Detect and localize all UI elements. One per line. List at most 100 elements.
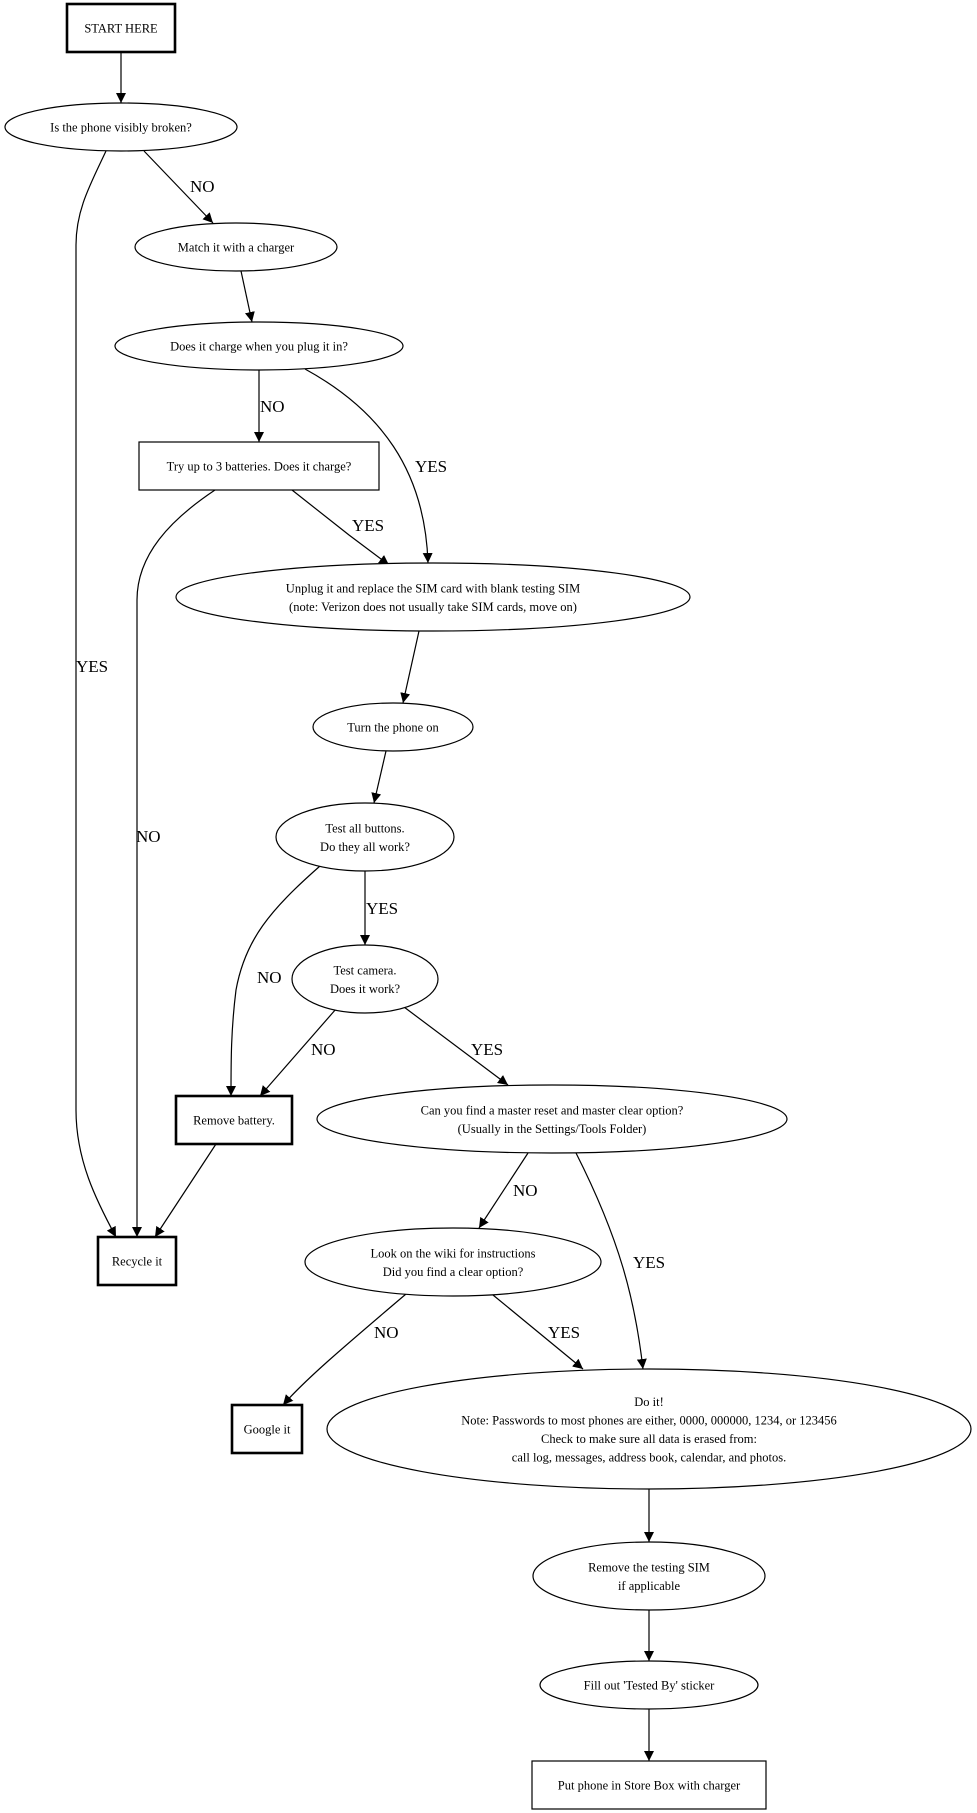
edge-match-to-charge xyxy=(240,270,255,323)
decision-ellipse xyxy=(326,1368,972,1490)
edge-label: YES xyxy=(76,657,108,676)
edge-turnon-to-buttons xyxy=(371,750,387,804)
edge-arrow xyxy=(492,1294,584,1370)
decision-ellipse xyxy=(304,1227,602,1297)
node-label: Is the phone visibly broken? xyxy=(50,121,192,135)
edge-master-to-wiki: NO xyxy=(478,1152,538,1229)
edge-camera-to-master: YES xyxy=(403,1006,509,1086)
node-match: Match it with a charger xyxy=(134,222,338,272)
edge-label: YES xyxy=(415,457,447,476)
edge-batteries-to-sim: YES xyxy=(291,489,390,566)
node-master: Can you find a master reset and master c… xyxy=(316,1084,788,1154)
edge-arrow xyxy=(371,750,387,804)
node-label: call log, messages, address book, calend… xyxy=(512,1450,786,1464)
decision-ellipse xyxy=(134,222,338,272)
node-sticker: Fill out 'Tested By' sticker xyxy=(539,1660,759,1710)
decision-ellipse xyxy=(312,702,474,752)
node-label: (Usually in the Settings/Tools Folder) xyxy=(458,1122,647,1136)
edge-broken-to-recycle: YES xyxy=(75,150,117,1238)
node-label: Fill out 'Tested By' sticker xyxy=(584,1679,716,1693)
decision-ellipse xyxy=(275,802,455,872)
edge-charge-to-sim: YES xyxy=(304,368,447,564)
edge-arrow xyxy=(478,1152,529,1229)
edge-buttons-to-removebattery: NO xyxy=(226,865,321,1097)
node-turnon: Turn the phone on xyxy=(312,702,474,752)
node-label: Did you find a clear option? xyxy=(383,1265,524,1279)
edge-broken-to-match: NO xyxy=(143,150,215,224)
edge-wiki-to-google: NO xyxy=(282,1293,407,1406)
process-box xyxy=(65,2,177,54)
decision-ellipse xyxy=(175,562,691,632)
edge-arrow xyxy=(304,368,433,564)
node-label: Do it! xyxy=(634,1395,664,1409)
node-label: Note: Passwords to most phones are eithe… xyxy=(461,1413,837,1427)
node-label: Unplug it and replace the SIM card with … xyxy=(286,581,580,595)
edge-wiki-to-doit: YES xyxy=(492,1294,584,1370)
edge-label: NO xyxy=(190,177,215,196)
edge-arrow xyxy=(259,1008,337,1097)
process-box xyxy=(531,1760,767,1810)
node-batteries: Try up to 3 batteries. Does it charge? xyxy=(138,441,380,491)
node-camera: Test camera. Does it work? xyxy=(291,944,439,1014)
node-label: Can you find a master reset and master c… xyxy=(421,1103,684,1117)
edge-sim-to-turnon xyxy=(400,630,420,704)
edge-arrow xyxy=(240,270,255,323)
edge-label: YES xyxy=(471,1040,503,1059)
edge-arrow xyxy=(403,1006,509,1086)
edge-arrow xyxy=(226,865,321,1097)
process-box xyxy=(174,1094,294,1146)
decision-ellipse xyxy=(114,321,404,371)
edge-label: NO xyxy=(257,968,282,987)
edge-label: YES xyxy=(633,1253,665,1272)
node-label: Turn the phone on xyxy=(347,721,439,735)
edge-arrow xyxy=(282,1293,407,1406)
node-label: Check to make sure all data is erased fr… xyxy=(541,1432,757,1446)
decision-ellipse xyxy=(532,1541,766,1611)
edge-arrow xyxy=(154,1143,217,1238)
edge-label: YES xyxy=(548,1323,580,1342)
edge-arrow xyxy=(132,489,216,1237)
edge-arrow xyxy=(143,150,214,224)
edge-label: NO xyxy=(311,1040,336,1059)
decision-ellipse xyxy=(316,1084,788,1154)
edge-label: NO xyxy=(374,1323,399,1342)
edge-arrow xyxy=(400,630,420,704)
node-label: Try up to 3 batteries. Does it charge? xyxy=(167,460,352,474)
node-label: (note: Verizon does not usually take SIM… xyxy=(289,600,577,614)
edge-charge-to-batteries: NO xyxy=(254,370,285,442)
decision-ellipse xyxy=(4,102,238,152)
node-label: Look on the wiki for instructions xyxy=(371,1246,536,1260)
node-label: Remove battery. xyxy=(193,1114,275,1128)
edge-arrow xyxy=(575,1152,647,1370)
node-storebox: Put phone in Store Box with charger xyxy=(531,1760,767,1810)
node-charge: Does it charge when you plug it in? xyxy=(114,321,404,371)
node-label: Test all buttons. xyxy=(325,821,404,835)
node-sim: Unplug it and replace the SIM card with … xyxy=(175,562,691,632)
node-label: Put phone in Store Box with charger xyxy=(558,1779,741,1793)
node-label: START HERE xyxy=(84,22,158,36)
edge-batteries-to-recycle: NO xyxy=(132,489,216,1237)
edge-master-to-doit: YES xyxy=(575,1152,665,1370)
edge-label: NO xyxy=(260,397,285,416)
edge-label: YES xyxy=(366,899,398,918)
process-box xyxy=(138,441,380,491)
decision-ellipse xyxy=(539,1660,759,1710)
node-label: Remove the testing SIM xyxy=(588,1560,710,1574)
edge-arrow xyxy=(75,150,117,1238)
edge-camera-to-removebattery: NO xyxy=(259,1008,337,1097)
node-label: Does it work? xyxy=(330,982,401,996)
edge-label: NO xyxy=(513,1181,538,1200)
node-removebattery: Remove battery. xyxy=(174,1094,294,1146)
node-buttons: Test all buttons. Do they all work? xyxy=(275,802,455,872)
edge-arrow xyxy=(291,489,390,566)
process-box xyxy=(96,1235,178,1287)
node-label: Recycle it xyxy=(112,1255,163,1269)
node-label: Do they all work? xyxy=(320,840,410,854)
node-label: Match it with a charger xyxy=(178,241,295,255)
node-start: START HERE xyxy=(65,2,177,54)
node-label: Google it xyxy=(244,1423,291,1437)
node-label: Test camera. xyxy=(334,963,397,977)
edge-removebattery-to-recycle xyxy=(154,1143,217,1238)
